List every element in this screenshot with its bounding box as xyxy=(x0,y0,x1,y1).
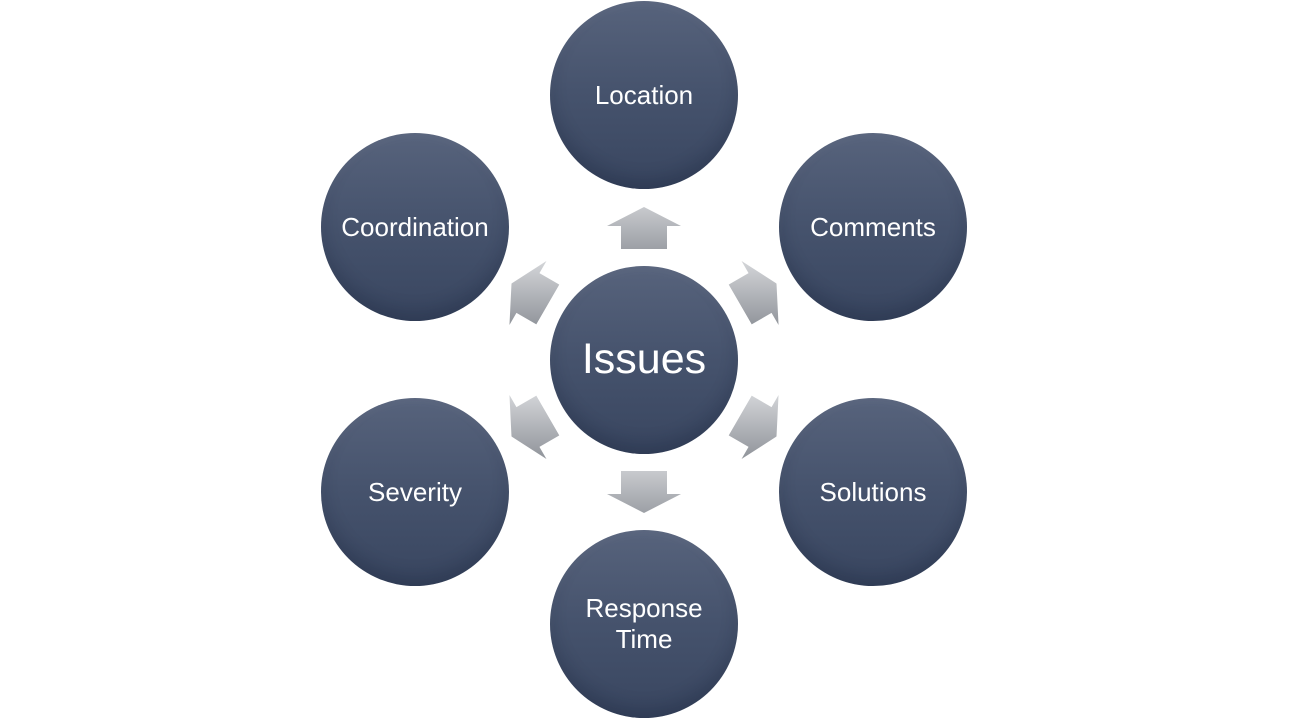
node-response-time: Response Time xyxy=(550,530,738,718)
node-issues-label: Issues xyxy=(581,335,707,384)
node-severity: Severity xyxy=(321,398,509,586)
node-issues: Issues xyxy=(550,266,738,454)
radial-arrow-up-right-icon xyxy=(722,251,795,336)
node-solutions: Solutions xyxy=(779,398,967,586)
radial-arrow-down-icon xyxy=(607,471,681,513)
node-response-time-label: Response Time xyxy=(585,593,703,654)
node-severity-label: Severity xyxy=(368,476,462,507)
node-comments: Comments xyxy=(779,133,967,321)
node-solutions-label: Solutions xyxy=(819,476,927,507)
radial-arrow-up-left-icon xyxy=(493,251,566,336)
radial-arrow-down-right-icon xyxy=(722,383,795,468)
node-comments-label: Comments xyxy=(810,211,936,242)
radial-arrow-up-icon xyxy=(607,207,681,249)
node-coordination: Coordination xyxy=(321,133,509,321)
node-location-label: Location xyxy=(594,79,694,110)
radial-arrow-down-left-icon xyxy=(493,383,566,468)
node-coordination-label: Coordination xyxy=(341,211,489,242)
node-location: Location xyxy=(550,1,738,189)
